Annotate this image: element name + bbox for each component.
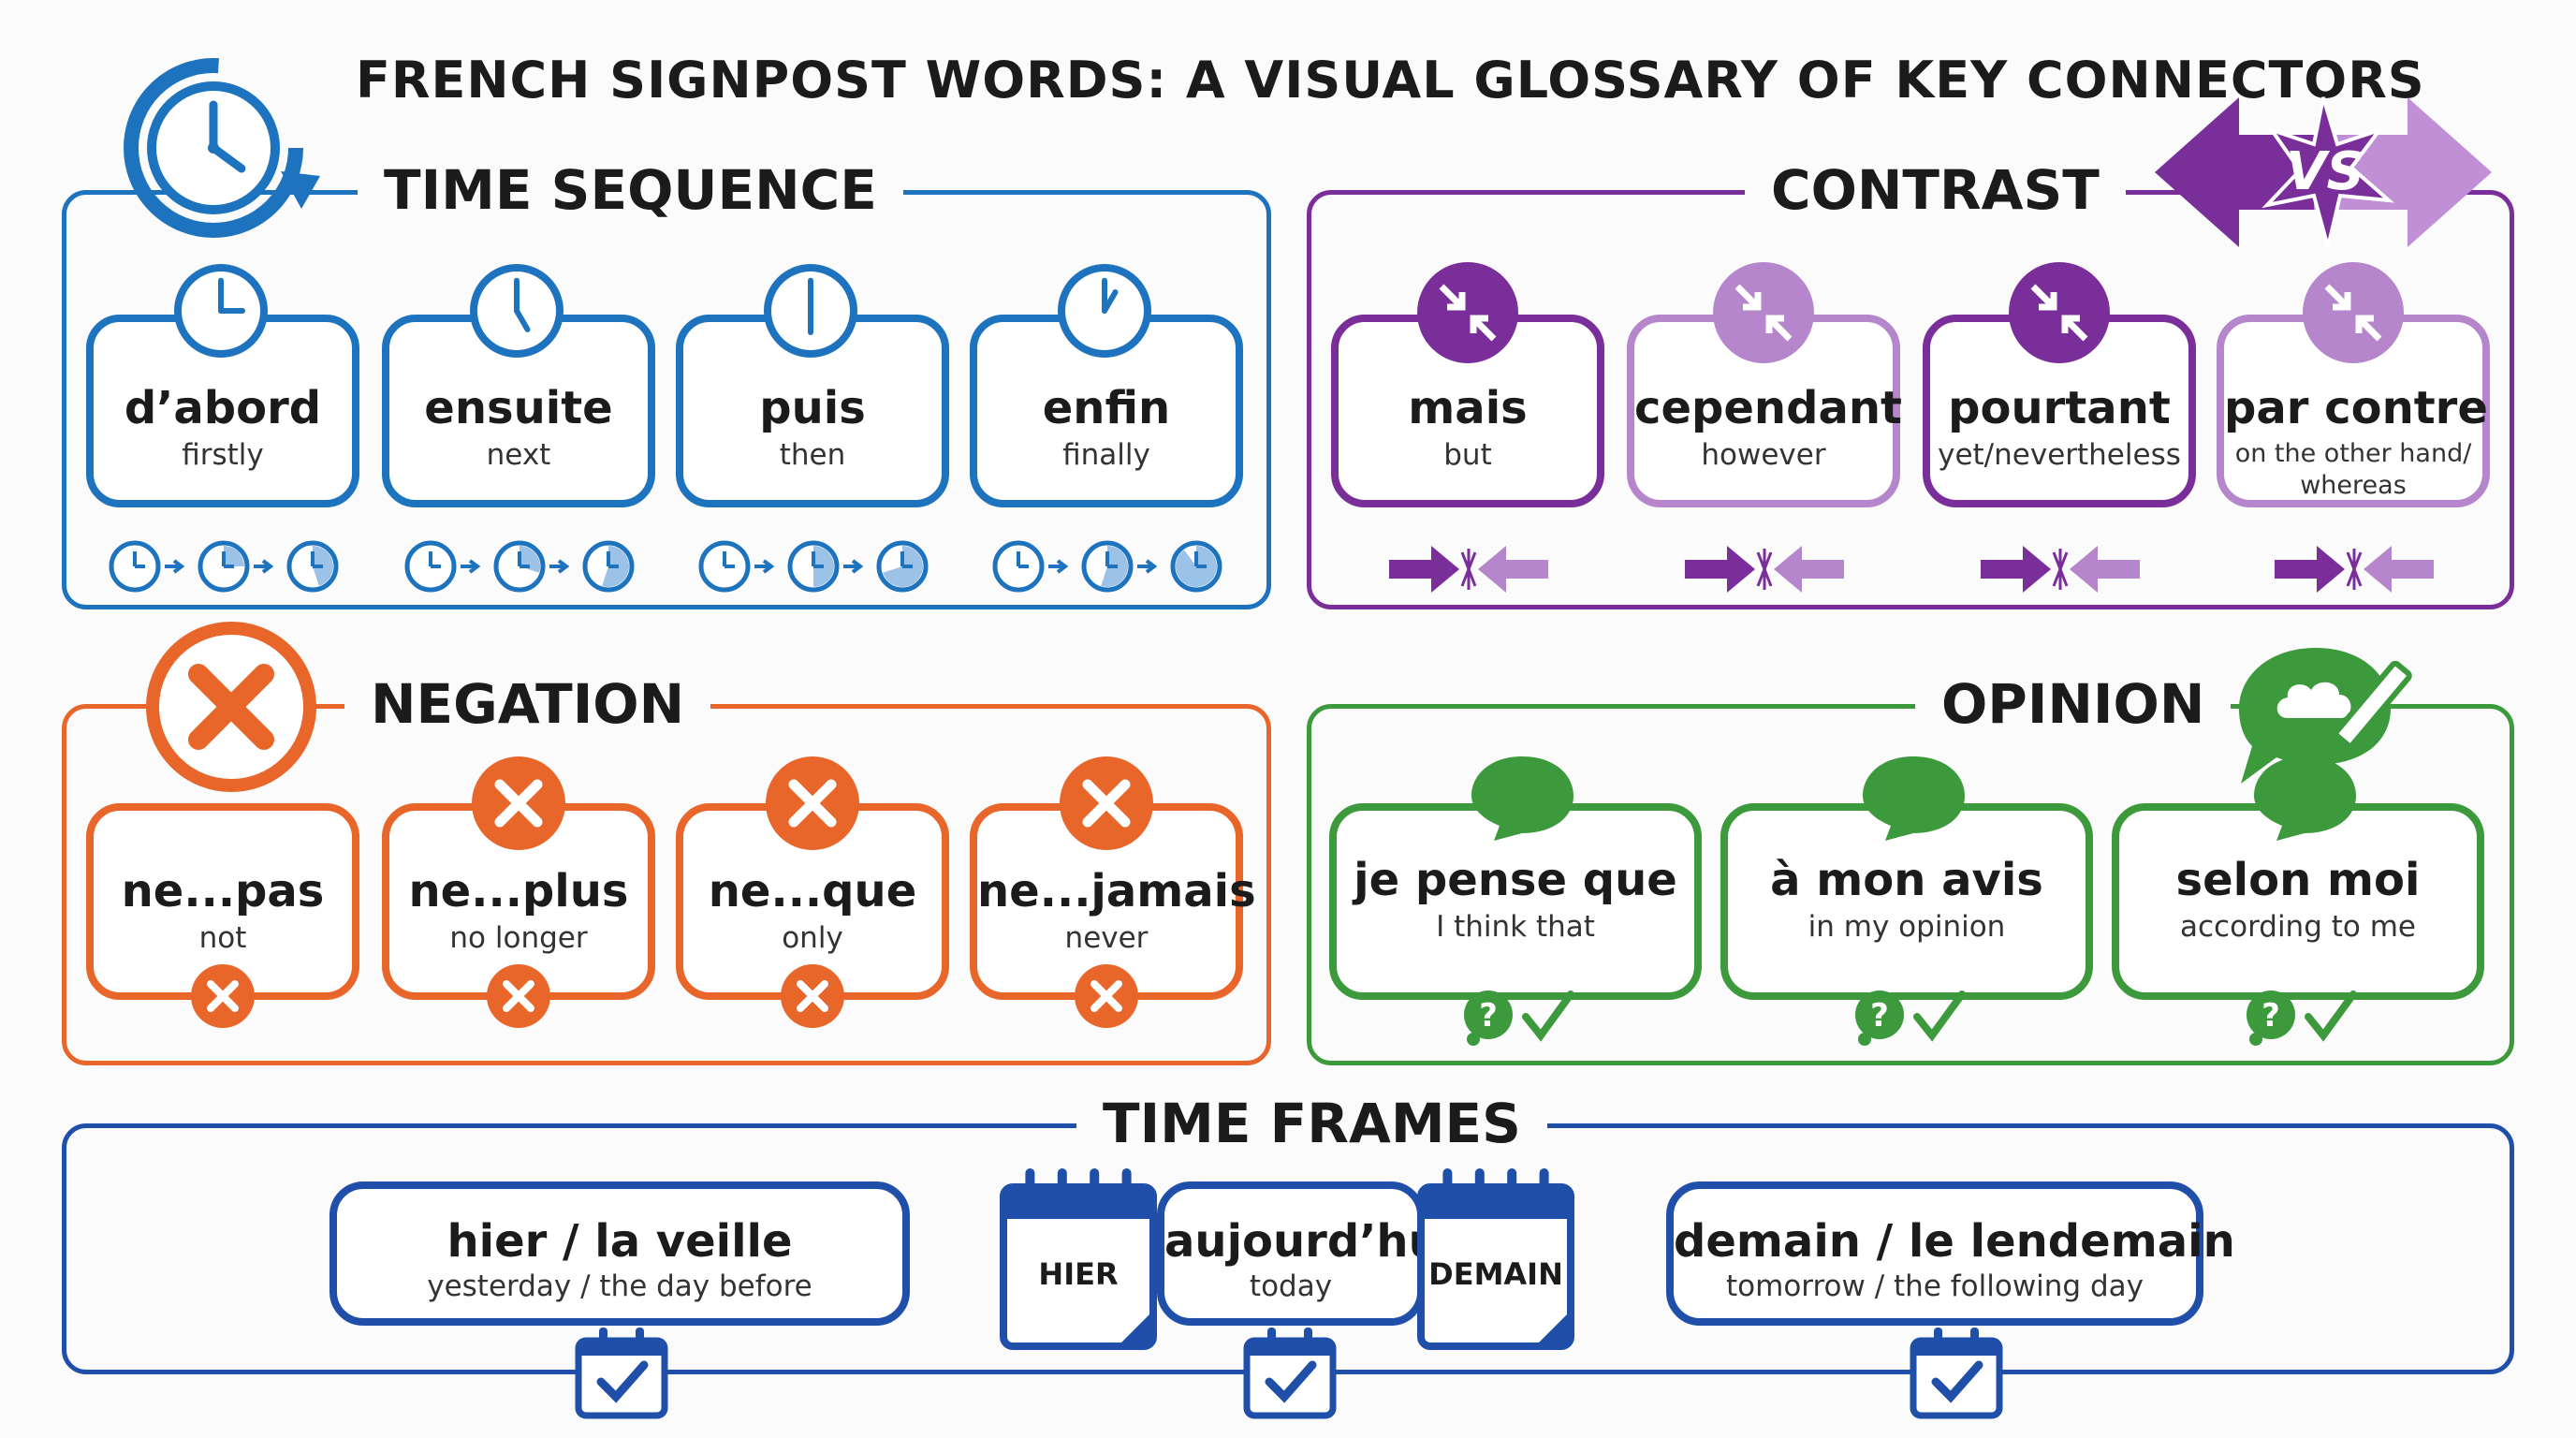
negation-card-translation: no longer (449, 921, 588, 955)
svg-text:?: ? (1479, 997, 1498, 1034)
time-sequence-card-translation: next (486, 438, 551, 472)
negation-card-translation: only (782, 921, 843, 955)
clash-arrows-icon (1389, 541, 1548, 597)
clock-icon (468, 262, 569, 363)
negation-card-word: ne...que (708, 865, 917, 917)
time-frames-card-word: demain / le lendemain (1674, 1215, 2235, 1268)
converging-arrows-icon (2007, 260, 2112, 365)
svg-text:?: ? (2261, 997, 2280, 1034)
cross-circle-icon (146, 622, 316, 792)
contrast-card-translation: yet/nevertheless (1938, 438, 2181, 472)
contrast-card-translation: however (1701, 438, 1826, 472)
clock-progress-icon (107, 534, 341, 599)
calendar-demain-icon: DEMAIN (1415, 1165, 1576, 1352)
speech-bubble-icon (2248, 749, 2361, 843)
time-frames-card-word: hier / la veille (446, 1215, 793, 1268)
clock-icon (172, 262, 273, 363)
contrast-card: mais but (1331, 315, 1604, 507)
calendar-check-icon (573, 1324, 670, 1421)
contrast-card-word: mais (1408, 382, 1528, 434)
clock-icon (1056, 262, 1157, 363)
time-sequence-card-word: puis (759, 382, 866, 434)
clock-progress-icon (990, 534, 1224, 599)
opinion-card: à mon avis in my opinion (1720, 803, 2093, 1000)
negation-heading: NEGATION (344, 667, 711, 741)
time-frames-card-translation: today (1249, 1269, 1333, 1303)
clash-arrows-icon (1685, 541, 1844, 597)
clash-arrows-icon (1981, 541, 2140, 597)
svg-text:HIER: HIER (1038, 1256, 1118, 1292)
contrast-card: pourtant yet/nevertheless (1923, 315, 2196, 507)
time-frames-heading: TIME FRAMES (1076, 1086, 1547, 1161)
calendar-hier-icon: HIER (998, 1165, 1159, 1352)
opinion-card-word: à mon avis (1770, 854, 2043, 906)
converging-arrows-icon (2301, 260, 2406, 365)
small-cross-icon (189, 962, 256, 1030)
negation-card-translation: never (1064, 921, 1149, 955)
contrast-card-word: par contre (2224, 382, 2488, 434)
negation-card-word: ne...jamais (977, 865, 1256, 917)
clash-arrows-icon (2275, 541, 2434, 597)
opinion-card-translation: according to me (2180, 910, 2416, 944)
calendar-check-icon (1241, 1324, 1339, 1421)
page-title: FRENCH SIGNPOST WORDS: A VISUAL GLOSSARY… (356, 51, 2425, 110)
opinion-card-word: je pense que (1354, 854, 1677, 906)
time-sequence-card-translation: then (779, 438, 846, 472)
clock-progress-icon (696, 534, 930, 599)
time-sequence-card-translation: finally (1062, 438, 1150, 472)
opinion-panel (1307, 704, 2514, 1065)
negation-card-translation: not (198, 921, 247, 955)
time-sequence-card-translation: firstly (182, 438, 264, 472)
vs-arrows-icon: VS (2155, 96, 2492, 248)
converging-arrows-icon (1711, 260, 1816, 365)
converging-arrows-icon (1415, 260, 1520, 365)
small-cross-icon (779, 962, 846, 1030)
opinion-card: selon moi according to me (2112, 803, 2484, 1000)
negation-card-word: ne...plus (408, 865, 629, 917)
svg-text:?: ? (1870, 997, 1889, 1034)
vs-badge: VS (2286, 141, 2364, 202)
question-check-icon: ? (1846, 985, 1968, 1050)
contrast-card-translation: but (1443, 438, 1492, 472)
small-cross-icon (485, 962, 552, 1030)
time-sequence-card-word: ensuite (424, 382, 613, 434)
cross-icon (764, 755, 861, 852)
time-frames-card-translation: yesterday / the day before (427, 1269, 812, 1303)
thought-bubble-pencil-icon (2239, 648, 2412, 784)
opinion-heading: OPINION (1915, 667, 2232, 741)
svg-text:DEMAIN: DEMAIN (1428, 1256, 1563, 1292)
clock-progress-icon (402, 534, 637, 599)
time-frames-card-translation: tomorrow / the following day (1726, 1269, 2144, 1303)
negation-card-word: ne...pas (121, 865, 325, 917)
speech-bubble-icon (1857, 749, 1969, 843)
question-check-icon: ? (2237, 985, 2359, 1050)
clock-icon (762, 262, 863, 363)
time-sequence-card-word: enfin (1042, 382, 1171, 434)
speech-bubble-icon (1466, 749, 1578, 843)
time-frames-card-word: aujourd’hui (1164, 1215, 1456, 1268)
time-sequence-card-word: d’abord (124, 382, 322, 434)
cross-icon (1058, 755, 1155, 852)
opinion-card-word: selon moi (2175, 854, 2421, 906)
cross-icon (470, 755, 567, 852)
opinion-card-translation: I think that (1436, 910, 1595, 944)
calendar-check-icon (1908, 1324, 2005, 1421)
contrast-card-translation: on the other hand/ whereas (2234, 439, 2472, 500)
small-cross-icon (1073, 962, 1140, 1030)
contrast-card-word: pourtant (1948, 382, 2171, 434)
opinion-card-translation: in my opinion (1808, 910, 2006, 944)
time-sequence-heading: TIME SEQUENCE (358, 153, 903, 227)
clock-cycle-icon (124, 58, 320, 238)
contrast-card-word: cependant (1634, 382, 1902, 434)
contrast-heading: CONTRAST (1745, 153, 2126, 227)
question-check-icon: ? (1455, 985, 1576, 1050)
